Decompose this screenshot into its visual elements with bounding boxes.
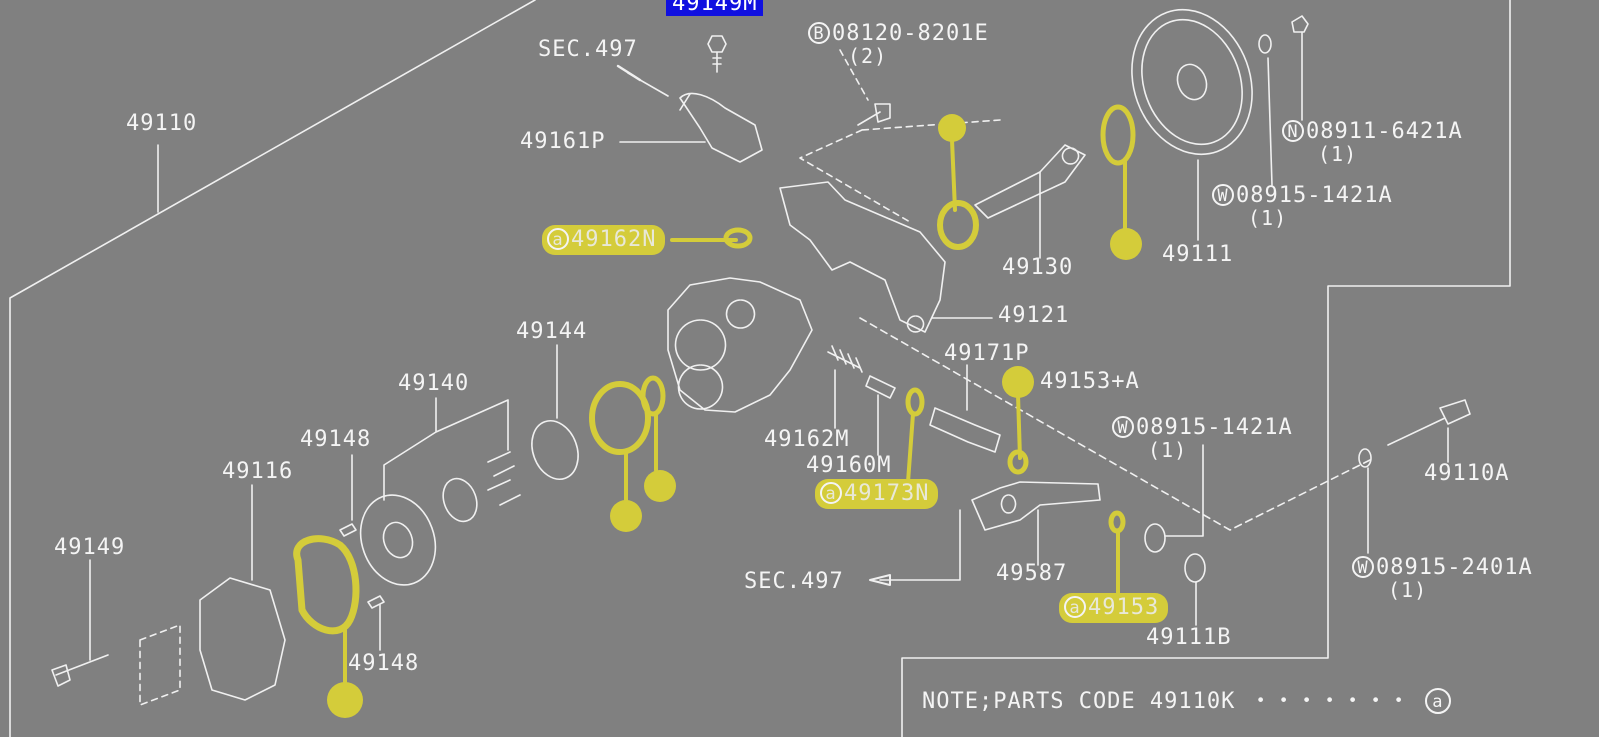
note-text: NOTE;PARTS CODE 49110K: [922, 689, 1236, 714]
bolt-49149m: [707, 35, 727, 73]
cover-49116: [199, 577, 286, 701]
mark-a-3: [610, 500, 642, 532]
washer-w2: [1144, 523, 1166, 553]
label-washer-w3-qty: (1): [1388, 578, 1428, 602]
seal-ring-8: [293, 535, 360, 635]
pin-49148-top: [339, 523, 357, 537]
note-dots: ・・・・・・・: [1249, 689, 1411, 714]
rotor-49144: [531, 420, 579, 480]
seal-ring-1: [937, 200, 979, 250]
leader-49140: [383, 397, 509, 501]
vanes: [487, 451, 521, 506]
dashed-bracket: [799, 119, 1001, 223]
parts-code-note: NOTE;PARTS CODE 49110K ・・・・・・・ a: [922, 683, 1453, 715]
seal-leader-6: [1016, 393, 1022, 460]
arrow-sec497-top: [616, 64, 642, 82]
ring-49140: [359, 494, 437, 586]
label-49110a[interactable]: 49110A: [1424, 461, 1510, 486]
valve-49160m: [865, 375, 896, 399]
label-49149[interactable]: 49149: [54, 535, 126, 560]
label-nut-n-qty: (1): [1318, 142, 1358, 166]
label-49587[interactable]: 49587: [996, 561, 1068, 586]
arrow-sec497-bottom: [869, 574, 891, 586]
dashed-sec497-line: [859, 317, 1371, 531]
circle-a-icon: a: [1424, 688, 1451, 714]
seal-ring-2: [1100, 104, 1136, 166]
label-49153a[interactable]: 49153+A: [1040, 369, 1140, 394]
label-49110[interactable]: 49110: [126, 111, 198, 136]
mark-a-5: [1002, 366, 1034, 398]
bracket-49121: [779, 181, 946, 333]
label-49162m[interactable]: 49162M: [764, 427, 850, 452]
label-49111b[interactable]: 49111B: [1146, 625, 1232, 650]
label-49111[interactable]: 49111: [1162, 242, 1234, 267]
washer-08915: [1258, 34, 1272, 54]
circle-a-icon: a: [820, 482, 842, 504]
leader-washer-w2: [1164, 444, 1204, 537]
circle-a-icon: a: [1064, 596, 1086, 618]
mark-a-4: [644, 470, 676, 502]
bolt-49110a: [1387, 399, 1471, 446]
label-49116[interactable]: 49116: [222, 459, 294, 484]
fitting-49161p: [679, 92, 763, 163]
circle-w-icon: W: [1112, 416, 1134, 438]
washer-w3: [1358, 448, 1372, 468]
circle-w-icon: W: [1352, 556, 1374, 578]
selected-part-label[interactable]: 49149M: [666, 0, 764, 16]
bracket-dashed: [139, 624, 181, 706]
shaft-49130: [974, 144, 1086, 219]
circle-a-icon: a: [547, 228, 569, 250]
label-washer-w2-qty: (1): [1148, 438, 1188, 462]
label-49140[interactable]: 49140: [398, 371, 470, 396]
label-49121[interactable]: 49121: [998, 303, 1070, 328]
washer-49111b: [1184, 553, 1206, 583]
label-49144[interactable]: 49144: [516, 319, 588, 344]
nut-08911: [1291, 15, 1309, 33]
spring-49162m: [827, 345, 863, 373]
label-sec497-top[interactable]: SEC.497: [538, 37, 638, 62]
label-49171p[interactable]: 49171P: [944, 341, 1030, 366]
seal-ring-3: [589, 381, 651, 455]
label-49148-top[interactable]: 49148: [300, 427, 372, 452]
label-49148-bottom[interactable]: 49148: [348, 651, 420, 676]
mark-a-2: [1110, 228, 1142, 260]
seal-ring-7: [1108, 510, 1126, 534]
label-bolt-b-qty: (2): [848, 44, 888, 68]
seal-leader-1: [950, 138, 957, 212]
label-washer-w1-qty: (1): [1248, 206, 1288, 230]
label-49161p[interactable]: 49161P: [520, 129, 606, 154]
mark-a-1: [938, 114, 966, 142]
label-49160m[interactable]: 49160M: [806, 453, 892, 478]
frame-outline: [9, 0, 1511, 737]
seal-ring-4: [640, 375, 666, 417]
circle-w-icon: W: [1212, 184, 1234, 206]
connector-49171p: [929, 407, 1001, 453]
pulley-49111: [1131, 8, 1253, 156]
pin-49148-bottom: [367, 595, 385, 609]
pump-body: [667, 277, 813, 413]
bolt-49149: [51, 654, 109, 687]
bolt-b: [857, 103, 891, 126]
circle-b-icon: B: [808, 22, 830, 44]
mark-a-6: [327, 682, 363, 718]
circle-n-icon: N: [1282, 120, 1304, 142]
outlet-49587: [971, 481, 1101, 531]
label-sec497-bottom[interactable]: SEC.497: [744, 569, 844, 594]
leader-bolt-b: [839, 49, 869, 101]
leader-washer-w1: [1267, 57, 1273, 186]
seal-ring-5: [905, 387, 925, 417]
rotor-vanes: [442, 477, 478, 523]
leader-sec497-bottom: [879, 509, 961, 581]
label-49130[interactable]: 49130: [1002, 255, 1074, 280]
